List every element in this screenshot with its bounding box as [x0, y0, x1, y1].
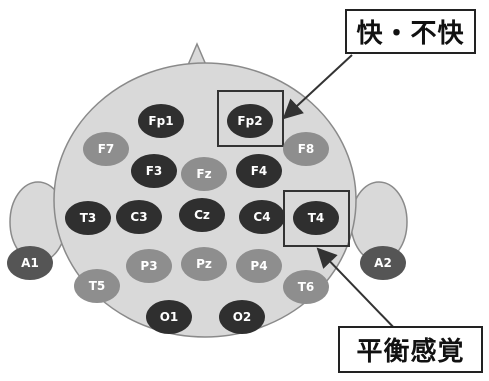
- electrode-fp2: Fp2: [227, 104, 273, 138]
- electrode-f4-label: F4: [251, 164, 268, 178]
- electrode-t6-label: T6: [298, 280, 315, 294]
- electrode-cz-label: Cz: [194, 208, 210, 222]
- electrode-o2: O2: [219, 300, 265, 334]
- electrode-fp1-label: Fp1: [148, 114, 173, 128]
- electrode-t6-marker: [283, 270, 329, 304]
- electrode-f7: F7: [83, 132, 129, 166]
- electrode-c3-label: C3: [130, 210, 147, 224]
- electrode-a1-marker: [7, 246, 53, 280]
- electrode-f8: F8: [283, 132, 329, 166]
- electrode-p4-marker: [236, 249, 282, 283]
- callout-balance-sense: 平衡感覚: [338, 326, 483, 373]
- electrode-cz: Cz: [179, 198, 225, 232]
- electrode-t3: T3: [65, 201, 111, 235]
- electrode-a2-marker: [360, 246, 406, 280]
- electrode-p3-label: P3: [140, 259, 157, 273]
- electrode-a1-label: A1: [21, 256, 39, 270]
- electrode-t4-marker: [293, 201, 339, 235]
- electrode-t3-marker: [65, 201, 111, 235]
- electrode-a1: A1: [7, 246, 53, 280]
- electrode-pz: Pz: [181, 247, 227, 281]
- electrode-p4-label: P4: [250, 259, 267, 273]
- electrode-a2: A2: [360, 246, 406, 280]
- electrode-o1: O1: [146, 300, 192, 334]
- electrode-t4-label: T4: [308, 211, 325, 225]
- electrode-f7-label: F7: [98, 142, 115, 156]
- electrode-o1-label: O1: [160, 310, 179, 324]
- electrode-fz: Fz: [181, 157, 227, 191]
- electrode-t3-label: T3: [80, 211, 97, 225]
- electrode-fp2-label: Fp2: [237, 114, 262, 128]
- electrode-fz-label: Fz: [196, 167, 211, 181]
- electrode-c4-label: C4: [253, 210, 270, 224]
- electrode-fp2-marker: [227, 104, 273, 138]
- callout-pleasure-displeasure: 快・不快: [345, 9, 476, 54]
- electrode-f4: F4: [236, 154, 282, 188]
- electrode-f3: F3: [131, 154, 177, 188]
- electrode-f4-marker: [236, 154, 282, 188]
- electrode-f3-label: F3: [146, 164, 163, 178]
- electrode-pz-label: Pz: [196, 257, 212, 271]
- electrode-c3-marker: [116, 200, 162, 234]
- electrode-t5: T5: [74, 269, 120, 303]
- electrode-fz-marker: [181, 157, 227, 191]
- electrode-p3: P3: [126, 249, 172, 283]
- electrode-pz-marker: [181, 247, 227, 281]
- arrow-to-t4: [316, 247, 399, 333]
- electrode-c4: C4: [239, 200, 285, 234]
- electrode-o2-label: O2: [233, 310, 252, 324]
- electrode-cz-marker: [179, 198, 225, 232]
- electrode-f3-marker: [131, 154, 177, 188]
- electrode-a2-label: A2: [374, 256, 392, 270]
- electrode-o2-marker: [219, 300, 265, 334]
- arrow-to-fp2: [282, 54, 353, 120]
- electrode-t4: T4: [293, 201, 339, 235]
- electrode-o1-marker: [146, 300, 192, 334]
- electrode-t5-marker: [74, 269, 120, 303]
- electrode-f7-marker: [83, 132, 129, 166]
- electrode-p3-marker: [126, 249, 172, 283]
- electrode-c4-marker: [239, 200, 285, 234]
- electrode-t5-label: T5: [89, 279, 106, 293]
- electrode-f8-label: F8: [298, 142, 315, 156]
- electrode-c3: C3: [116, 200, 162, 234]
- electrode-p4: P4: [236, 249, 282, 283]
- electrode-fp1-marker: [138, 104, 184, 138]
- electrode-fp1: Fp1: [138, 104, 184, 138]
- electrode-t6: T6: [283, 270, 329, 304]
- electrode-f8-marker: [283, 132, 329, 166]
